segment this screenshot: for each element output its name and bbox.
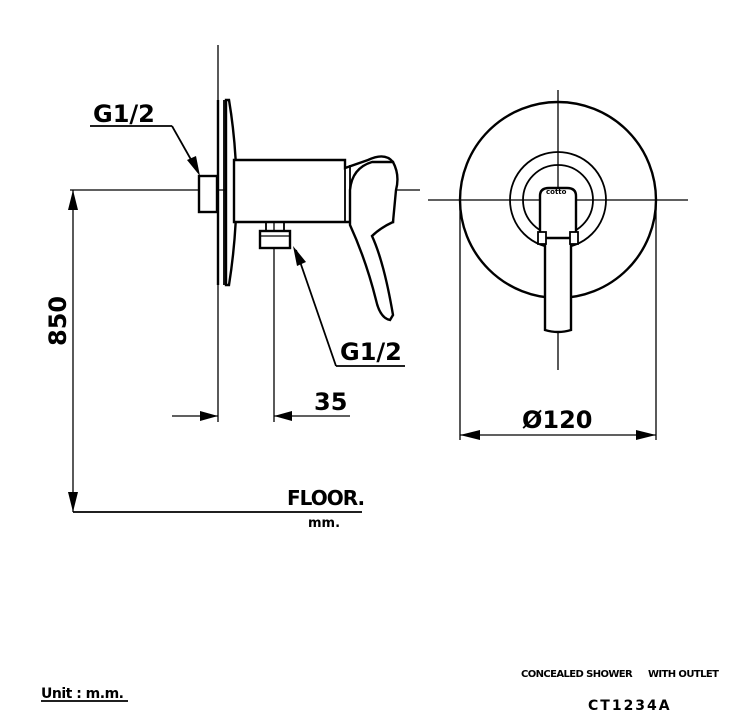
outlet-leader-arrow [293, 246, 306, 266]
inlet-leader-arrow [187, 156, 200, 176]
brand-logo: cotto [546, 188, 567, 196]
hub-clip-right [569, 231, 579, 245]
outlet-leader [295, 249, 337, 367]
height-arrow-top [68, 190, 78, 210]
offset-arrow-right [274, 411, 292, 421]
height-arrow-bottom [68, 492, 78, 512]
side-view: G1/2 G1/2 35 850 FLOOR. mm. [44, 45, 420, 531]
inlet-thread-label: G1/2 [93, 100, 155, 128]
diameter-dimension: Ø120 [522, 406, 593, 434]
unit-label: Unit : m.m. [41, 686, 124, 702]
diameter-arrow-left [460, 430, 480, 440]
inlet-nut [197, 174, 219, 214]
height-dimension: 850 [44, 296, 72, 346]
diameter-arrow-right [636, 430, 656, 440]
floor-label: FLOOR. [287, 486, 364, 510]
offset-dimension: 35 [314, 388, 347, 416]
model-number: CT1234A [588, 698, 672, 714]
product-description-left: CONCEALED SHOWER [521, 669, 633, 680]
outlet-thread-label: G1/2 [340, 338, 402, 366]
title-block: Unit : m.m. CONCEALED SHOWER WITH OUTLET… [41, 669, 720, 714]
product-description-right: WITH OUTLET [648, 669, 719, 680]
floor-unit-label: mm. [308, 516, 340, 531]
outlet-nut [258, 229, 292, 250]
handle-hub [538, 186, 578, 240]
hub-clip-left [537, 231, 547, 245]
offset-arrow-left [200, 411, 218, 421]
handle-lever [348, 160, 399, 322]
front-view: cotto Ø120 [428, 90, 688, 440]
